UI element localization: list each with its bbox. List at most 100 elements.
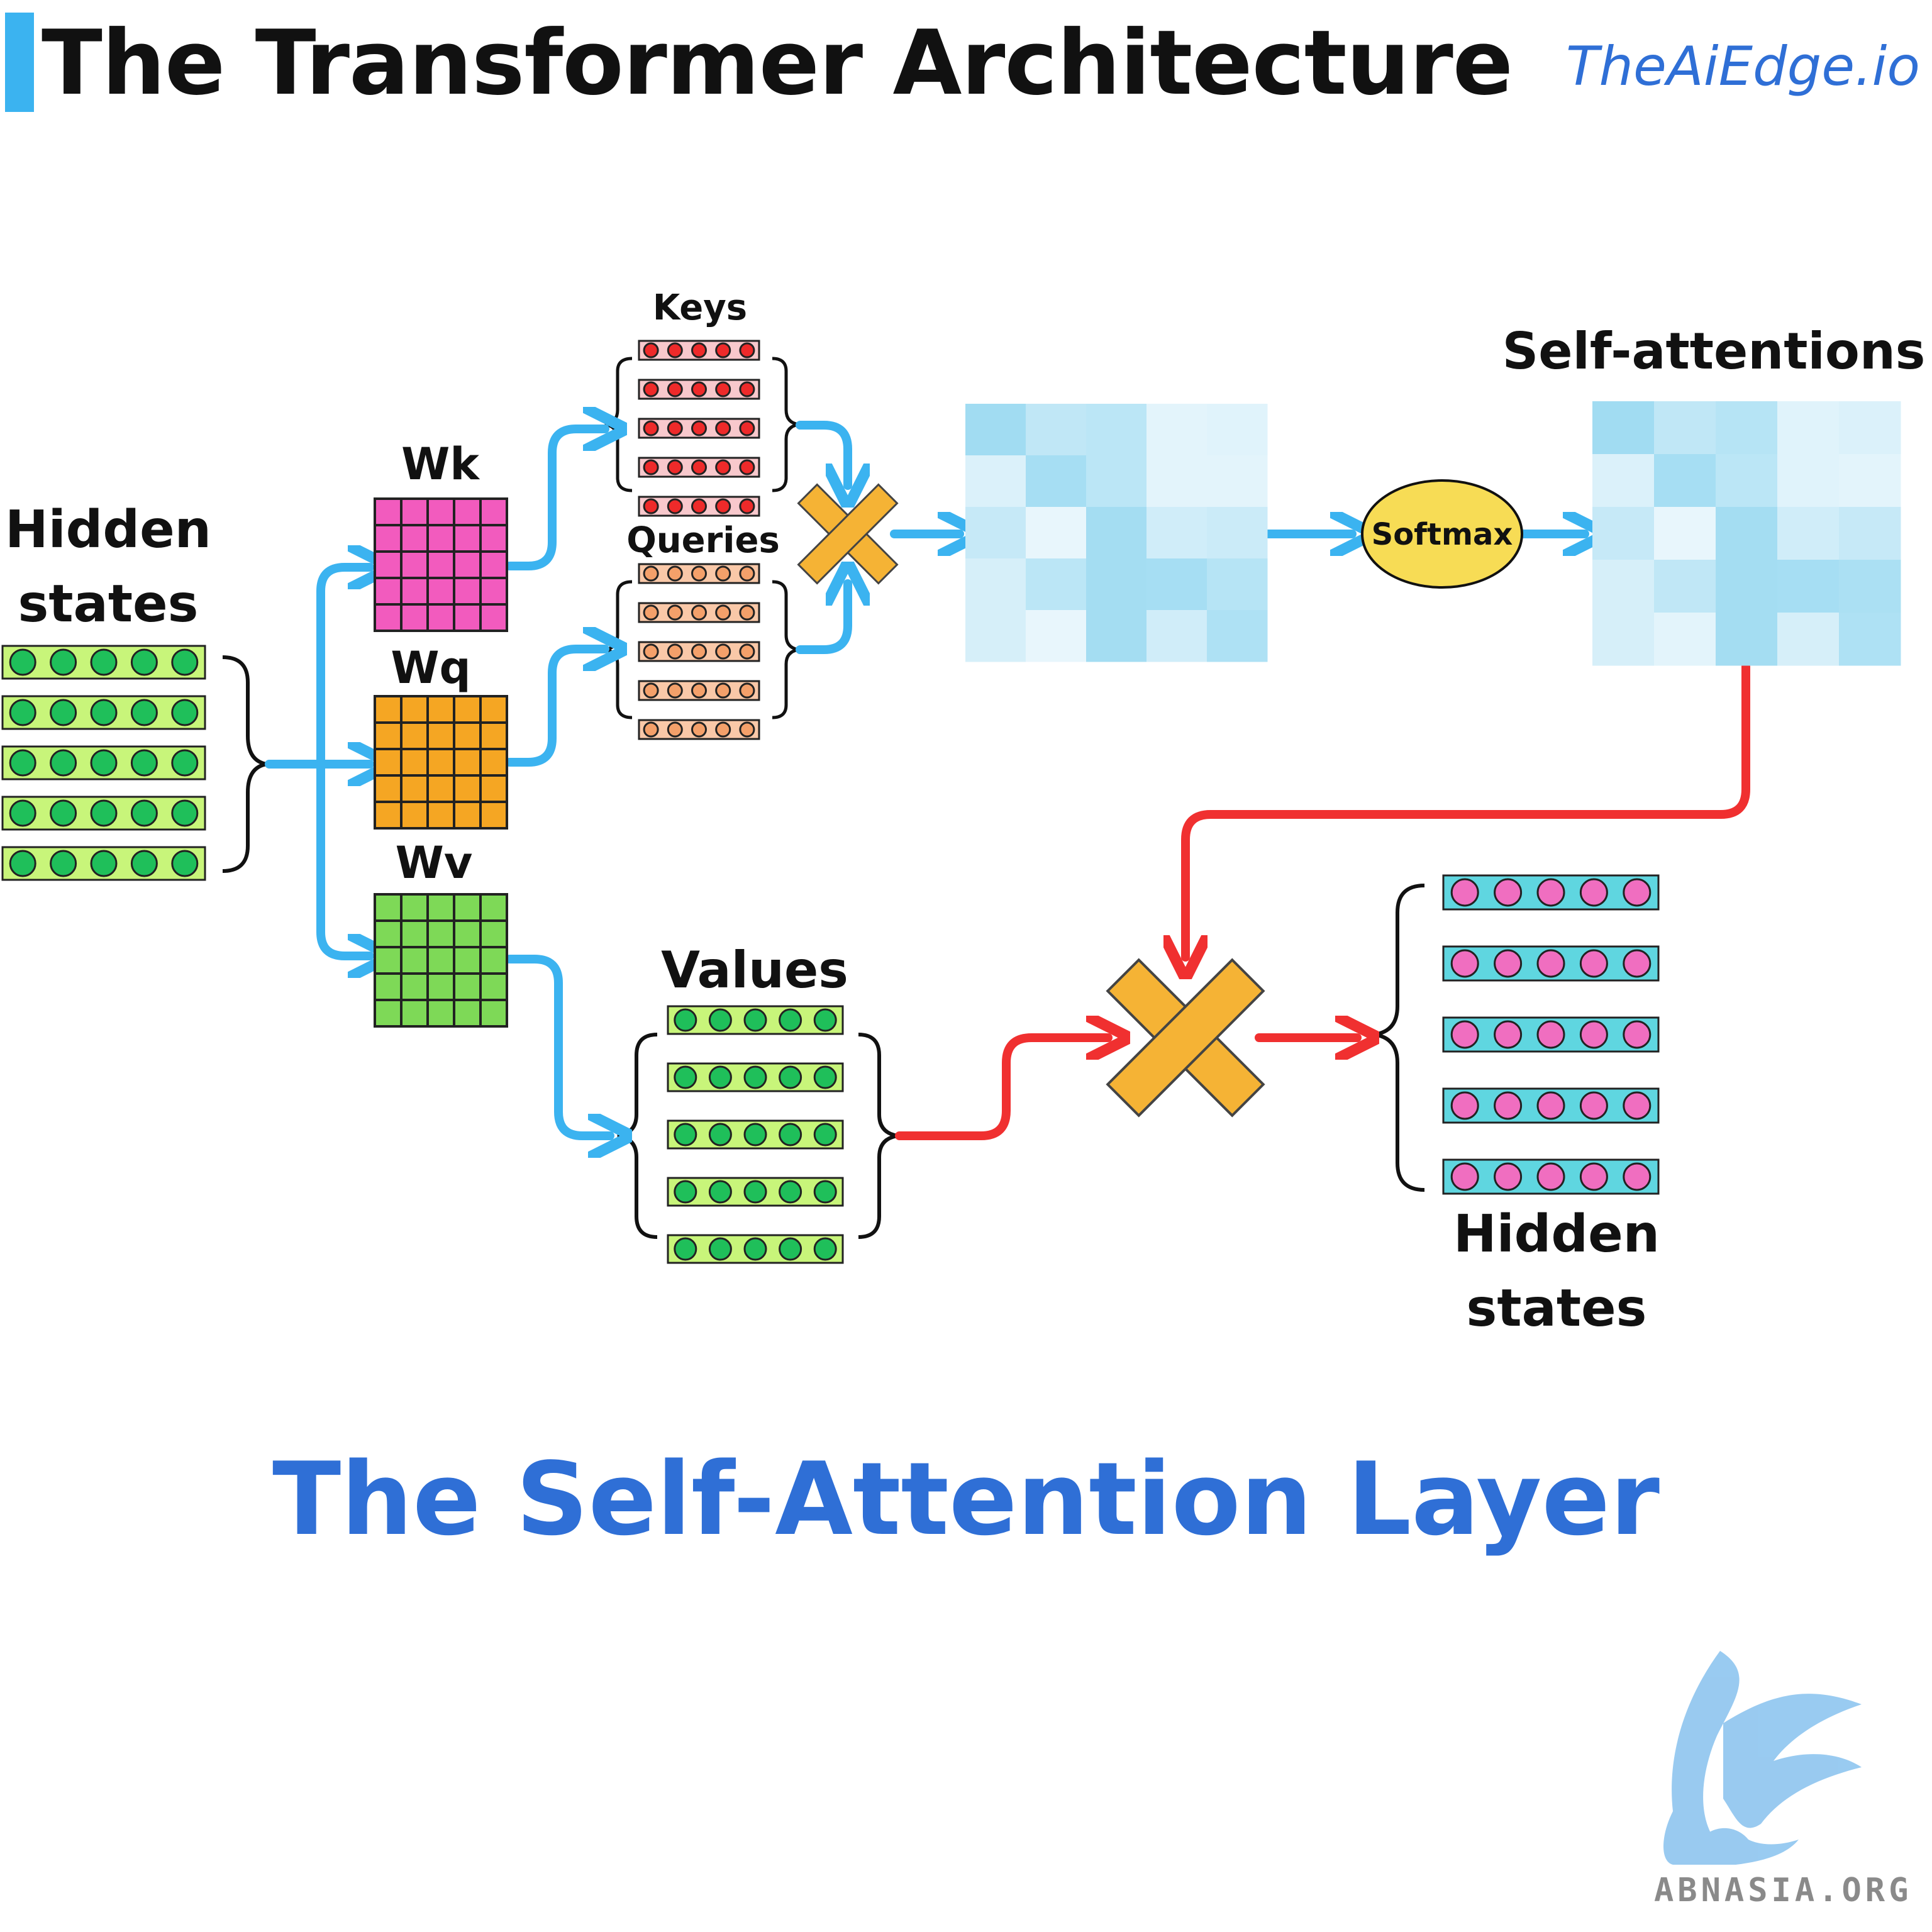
matrix-cell: [400, 603, 429, 632]
attention-cell: [1146, 610, 1208, 662]
attention-cell: [1086, 507, 1147, 559]
vector-row: [667, 1234, 844, 1264]
vector-dot: [643, 643, 659, 660]
attention-cell: [1207, 404, 1268, 456]
vector-dot: [813, 1237, 837, 1261]
output-states-label-line1: Hidden: [1453, 1204, 1660, 1264]
matrix-cell: [426, 893, 455, 922]
vector-dot: [715, 565, 731, 582]
vector-dot: [739, 604, 755, 621]
vector-row: [667, 1005, 844, 1035]
attention-cell: [1026, 558, 1087, 611]
vector-dot: [739, 420, 755, 436]
values-vectors: [667, 1005, 844, 1264]
vector-dot: [9, 699, 36, 726]
vector-dot: [90, 850, 118, 877]
vector-dot: [1450, 1091, 1479, 1120]
matrix-cell: [453, 524, 482, 553]
vector-dot: [1494, 949, 1523, 978]
vector-dot: [171, 799, 199, 827]
vector-dot: [171, 699, 199, 726]
vector-dot: [1579, 1020, 1608, 1049]
matrix-cell: [453, 721, 482, 750]
matrix-cell: [374, 577, 402, 606]
vector-row: [667, 1062, 844, 1092]
vector-dot: [779, 1065, 802, 1089]
vector-dot: [674, 1180, 697, 1204]
values-brace-left: [617, 1033, 658, 1239]
attention-cell: [1716, 560, 1778, 613]
weight-matrices: [374, 497, 508, 1028]
vector-dot: [739, 565, 755, 582]
vector-dot: [90, 648, 118, 676]
vector-dot: [643, 565, 659, 582]
vector-dot: [9, 648, 36, 676]
vector-dot: [50, 648, 77, 676]
matrix-cell: [479, 721, 508, 750]
matrix-cell: [400, 999, 429, 1028]
vector-dot: [1536, 949, 1565, 978]
vector-dot: [691, 342, 707, 358]
matrix-cell: [479, 550, 508, 579]
output-brace: [1374, 884, 1425, 1192]
vector-dot: [739, 682, 755, 699]
attention-cell: [1716, 507, 1778, 560]
vector-dot: [715, 459, 731, 475]
vector-dot: [739, 459, 755, 475]
vector-dot: [130, 699, 158, 726]
attention-cell: [1716, 401, 1778, 455]
matrix-cell: [374, 721, 402, 750]
attention-cell: [1654, 454, 1716, 508]
vector-dot: [1536, 1162, 1565, 1191]
matrix-cell: [400, 919, 429, 948]
keys-brace-right: [772, 357, 799, 492]
input-hidden-states: [1, 645, 206, 881]
vector-dot: [667, 682, 683, 699]
vector-row: [638, 563, 760, 584]
attention-cell: [1086, 455, 1147, 508]
matrix-cell: [426, 748, 455, 777]
vector-dot: [90, 749, 118, 777]
diagram-subtitle: The Self-Attention Layer: [272, 1440, 1660, 1558]
vector-row: [638, 340, 760, 361]
wq-label: Wq: [391, 642, 470, 694]
vector-dot: [715, 342, 731, 358]
brand-link[interactable]: TheAiEdge.io: [1566, 35, 1920, 98]
griffin-logo-icon: [1663, 1651, 1862, 1865]
matrix-cell: [400, 721, 429, 750]
attention-cell: [1592, 560, 1655, 613]
vector-dot: [691, 420, 707, 436]
attention-cell: [1777, 507, 1840, 560]
vector-dot: [130, 799, 158, 827]
vector-dot: [1494, 1091, 1523, 1120]
vector-dot: [691, 682, 707, 699]
matrix-cell: [479, 893, 508, 922]
multiply-icon-small: [797, 483, 899, 585]
vector-dot: [1450, 1020, 1479, 1049]
vector-dot: [643, 721, 659, 738]
matrix-cell: [400, 497, 429, 526]
wv-matrix: [374, 893, 508, 1028]
matrix-cell: [479, 577, 508, 606]
arrow-input-to-wv: [316, 760, 370, 956]
output-hidden-states: [1442, 874, 1660, 1195]
vector-dot: [708, 1237, 732, 1261]
attention-cell: [965, 610, 1026, 662]
vector-dot: [1623, 1162, 1652, 1191]
matrix-cell: [479, 603, 508, 632]
vector-dot: [674, 1123, 697, 1146]
vector-row: [1442, 1016, 1660, 1053]
matrix-cell: [374, 919, 402, 948]
matrix-cell: [453, 577, 482, 606]
matrix-cell: [374, 550, 402, 579]
vector-dot: [1579, 878, 1608, 907]
vector-row: [638, 418, 760, 439]
vector-dot: [715, 420, 731, 436]
wk-label: Wk: [401, 438, 480, 490]
softmax-node: Softmax: [1361, 479, 1523, 589]
vector-dot: [1536, 1020, 1565, 1049]
matrix-cell: [479, 801, 508, 830]
matrix-cell: [426, 721, 455, 750]
vector-dot: [708, 1180, 732, 1204]
vector-dot: [813, 1123, 837, 1146]
